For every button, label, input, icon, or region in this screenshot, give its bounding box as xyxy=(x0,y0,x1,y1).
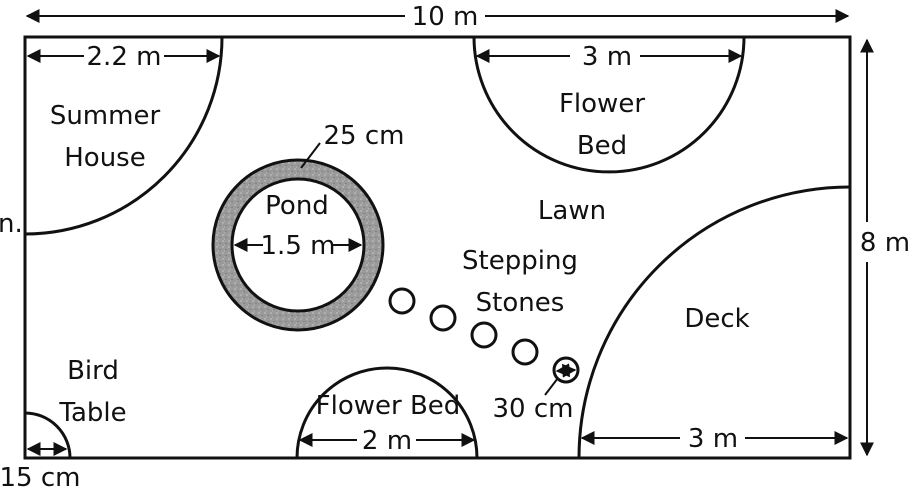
flower-bed-top: 3 m Flower Bed xyxy=(472,36,746,174)
bird-table: Bird Table 15 cm xyxy=(0,356,127,493)
flower-bed-top-label-line1: Flower xyxy=(559,89,645,119)
deck-radius-label: 3 m xyxy=(688,424,738,454)
summer-house-label-line1: Summer xyxy=(50,101,161,131)
bird-table-label-line1: Bird xyxy=(67,356,119,386)
summer-house: 2.2 m Summer House n. xyxy=(0,36,224,239)
flower-bed-top-label-line2: Bed xyxy=(577,131,627,161)
flower-bed-bottom: 2 m Flower Bed xyxy=(295,366,479,459)
stepping-stones: 30 cm xyxy=(388,287,580,424)
summer-house-radius-label: 2.2 m xyxy=(87,42,162,72)
deck: 3 m Deck xyxy=(577,185,851,459)
flower-bed-top-width-label: 3 m xyxy=(582,42,632,72)
height-dimension: 8 m xyxy=(860,38,910,457)
stepping-stone xyxy=(511,338,539,366)
stone-size-label: 30 cm xyxy=(493,394,574,424)
lawn-label: Lawn xyxy=(538,196,606,226)
flower-bed-bottom-width-label: 2 m xyxy=(362,426,412,456)
pond-border-leader xyxy=(300,142,321,169)
total-width-label: 10 m xyxy=(412,2,479,32)
summer-house-partial-label: n. xyxy=(0,209,23,239)
pond-border-label: 25 cm xyxy=(324,121,405,151)
summer-house-label-line2: House xyxy=(64,143,145,173)
deck-label: Deck xyxy=(684,304,749,334)
stepping-stone xyxy=(470,321,498,349)
total-width-dimension: 10 m xyxy=(25,2,850,32)
stepping-stones-label-line2: Stones xyxy=(476,288,565,318)
flower-bed-bottom-label: Flower Bed xyxy=(316,391,461,421)
bird-table-label-line2: Table xyxy=(58,398,126,428)
bird-table-radius-label: 15 cm xyxy=(0,463,80,493)
stepping-stone xyxy=(552,356,580,384)
stepping-stone xyxy=(429,304,457,332)
height-label: 8 m xyxy=(860,228,910,258)
pond-label: Pond xyxy=(265,191,329,221)
garden-boundary xyxy=(23,35,852,460)
stepping-stones-label-line1: Stepping xyxy=(462,246,578,276)
stepping-stone xyxy=(388,287,416,315)
pond-diameter-label: 1.5 m xyxy=(261,231,336,261)
pond: 1.5 m Pond 25 cm xyxy=(211,121,405,332)
